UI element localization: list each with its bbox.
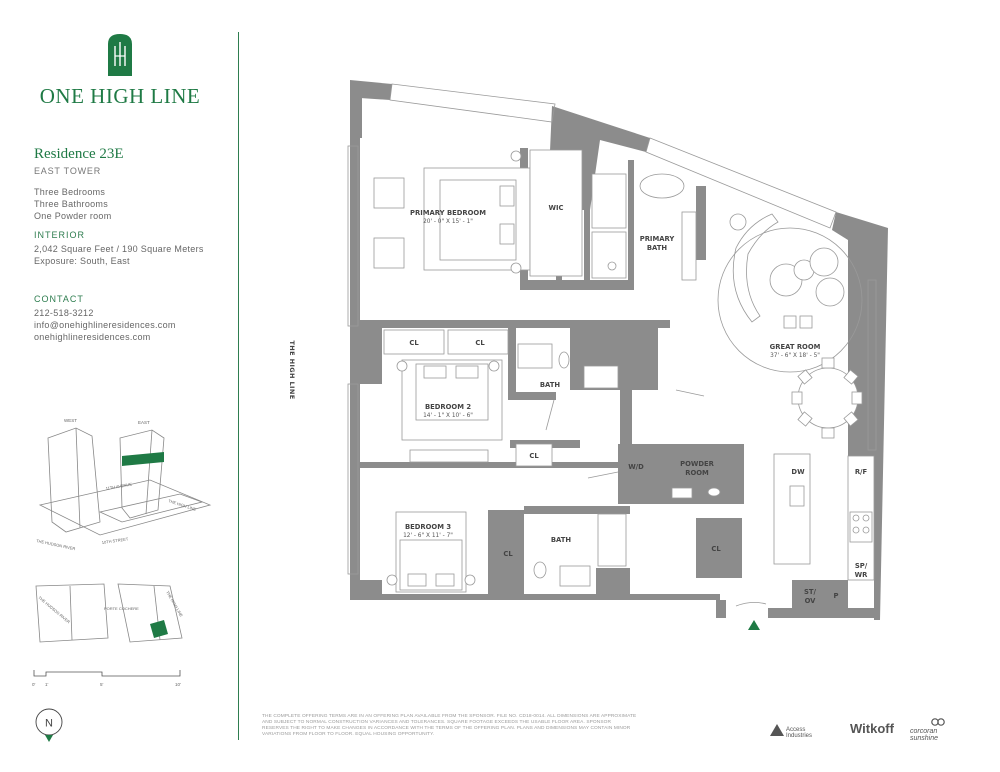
corcoran-logo-text: corcoran sunshine <box>910 728 939 742</box>
map-label-river: THE HUDSON RIVER <box>37 595 71 624</box>
room-line: Three Bedrooms <box>34 187 106 197</box>
residence-title: Residence 23E <box>34 146 124 162</box>
room-label-great-room: GREAT ROOM <box>770 343 821 351</box>
primary-bedroom-furniture <box>373 150 531 274</box>
room-label-bath-3: BATH <box>551 536 572 544</box>
room-label-wd: W/D <box>628 463 644 471</box>
map-label-porte: PORTE COCHERE <box>104 606 139 611</box>
bath-3-fixtures <box>533 513 627 587</box>
bath-2-fixtures <box>517 343 619 389</box>
room-label-spwr-1: SP/ <box>855 562 868 570</box>
primary-bath-fixtures <box>591 173 697 281</box>
north-compass-icon: N <box>35 708 63 742</box>
room-label-dw: DW <box>791 468 805 476</box>
room-label-stov-2: OV <box>805 597 817 605</box>
sidebar-divider <box>238 32 239 740</box>
window-glazing <box>347 83 877 575</box>
interior-line: 2,042 Square Feet / 190 Square Meters <box>34 244 204 254</box>
room-label-bath-2: BATH <box>540 381 561 389</box>
map-label-highline: THE HIGH LINE <box>165 590 184 618</box>
contact-website[interactable]: onehighlineresidences.com <box>34 332 151 342</box>
room-label-wic: WIC <box>548 204 563 212</box>
interior-details: 2,042 Square Feet / 190 Square Meters Ex… <box>34 243 204 267</box>
kitchen-fixtures <box>773 453 875 581</box>
room-label-bedroom-3: BEDROOM 3 <box>405 523 451 531</box>
floor-plan: .w { fill: #8c8c8c; } .ln { fill: none; … <box>288 80 888 630</box>
building-diagram: WEST EAST 11TH AVENUE THE HIGH LINE THE … <box>36 418 212 551</box>
site-map: THE HUDSON RIVER PORTE COCHERE THE HIGH … <box>35 583 184 643</box>
scale-tick: 1' <box>45 682 49 687</box>
room-label-primary-bedroom: PRIMARY BEDROOM <box>410 209 486 217</box>
brand-logo-icon <box>108 34 132 76</box>
contact-email[interactable]: info@onehighlineresidences.com <box>34 320 176 330</box>
legal-disclaimer: THE COMPLETE OFFERING TERMS ARE IN AN OF… <box>262 714 637 738</box>
room-dim-bedroom-2: 14' - 1" X 10' - 6" <box>423 413 473 419</box>
room-label-cl-c: CL <box>529 452 539 460</box>
room-label-bedroom-2: BEDROOM 2 <box>425 403 471 411</box>
room-dim-primary-bedroom: 20' - 0" X 15' - 1" <box>423 219 473 225</box>
corcoran-logo-icon <box>931 718 945 726</box>
brand-name: ONE HIGH LINE <box>39 84 201 108</box>
room-label-primary-bath-2: BATH <box>647 244 668 252</box>
bedroom-3-furniture <box>386 511 476 593</box>
scale-tick: 5' <box>100 682 104 687</box>
room-label-p: P <box>834 592 839 600</box>
room-label-powder-1: POWDER <box>680 460 715 468</box>
scale-tick: 10' <box>175 682 181 687</box>
scale-bar: 0' 1' 5' 10' <box>32 670 181 687</box>
room-label-cl-d: CL <box>503 550 513 558</box>
diagram-label-street: 11TH AVENUE <box>105 481 132 491</box>
room-label-powder-2: ROOM <box>685 469 709 477</box>
entry-marker-icon <box>748 620 760 630</box>
tower-label: EAST TOWER <box>34 166 102 176</box>
room-line: One Powder room <box>34 211 112 221</box>
room-label-stov-1: ST/ <box>804 588 817 596</box>
diagram-label-hudson: THE HUDSON RIVER <box>36 538 76 551</box>
room-line: Three Bathrooms <box>34 199 109 209</box>
room-label-cl-a: CL <box>409 339 419 347</box>
room-dim-great-room: 37' - 6" X 18' - 5" <box>770 353 820 359</box>
scale-tick: 0' <box>32 682 36 687</box>
room-label-rf: R/F <box>855 468 868 476</box>
access-logo-text: Access Industries <box>786 727 813 739</box>
door-swings <box>545 389 767 607</box>
contact-phone[interactable]: 212-518-3212 <box>34 308 94 318</box>
room-dim-bedroom-3: 12' - 6" X 11' - 7" <box>403 533 453 539</box>
info-sidebar: ONE HIGH LINE Residence 23E EAST TOWER T… <box>0 0 240 772</box>
diagram-label-east: EAST <box>138 420 150 425</box>
compass-label: N <box>45 718 53 730</box>
witkoff-logo-text: Witkoff <box>850 721 894 736</box>
diagram-label-street-2: 10TH STREET <box>101 536 129 545</box>
contact-details: 212-518-3212 info@onehighlineresidences.… <box>34 307 176 343</box>
interior-heading: INTERIOR <box>34 230 86 240</box>
room-label-primary-bath-1: PRIMARY <box>640 235 675 243</box>
interior-line: Exposure: South, East <box>34 256 130 266</box>
high-line-label: THE HIGH LINE <box>288 340 296 399</box>
room-summary: Three Bedrooms Three Bathrooms One Powde… <box>34 186 112 222</box>
contact-heading: CONTACT <box>34 294 84 304</box>
diagram-label-west: WEST <box>64 418 77 423</box>
diagram-label-highline: THE HIGH LINE <box>168 498 198 512</box>
access-logo-icon <box>770 724 784 736</box>
bedroom-2-furniture <box>396 359 503 463</box>
great-room-furniture <box>717 213 863 439</box>
room-label-cl-b: CL <box>475 339 485 347</box>
room-label-cl-e: CL <box>711 545 721 553</box>
room-label-spwr-2: WR <box>855 571 868 579</box>
